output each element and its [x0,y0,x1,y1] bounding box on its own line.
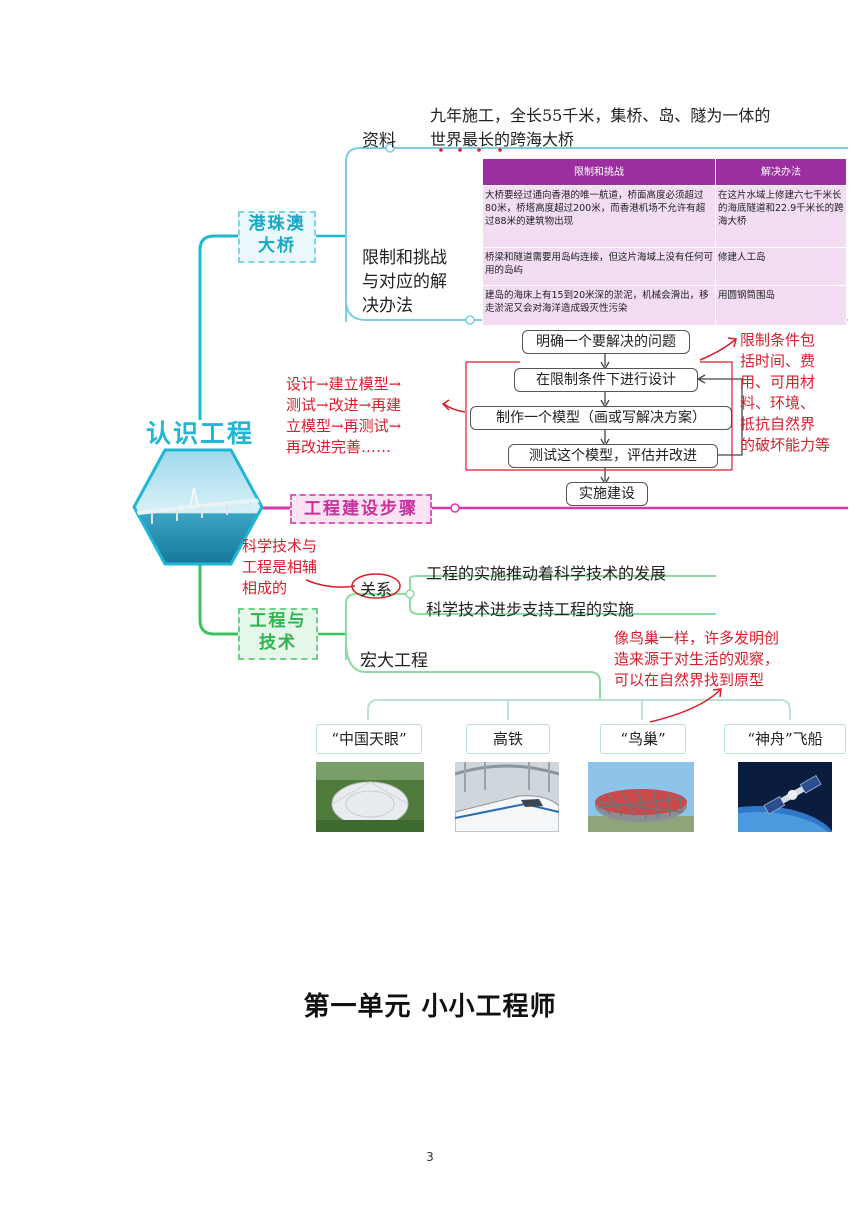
note-line: 相成的 [242,579,288,597]
limits-label-line: 决办法 [362,296,413,316]
table-cell: 大桥要经过通向香港的唯一航道，桥面高度必须超过80米，桥塔高度超过200米，而香… [482,185,716,248]
info-text-line2: 世界最长的跨海大桥 [430,130,575,149]
table-cell: 用圆钢筒围岛 [715,285,847,326]
bionics-note: 像鸟巢一样，许多发明创 造来源于对生活的观察， 可以在自然界找到原型 [614,628,779,691]
info-label: 资料 [362,131,396,151]
page-number: 3 [426,1150,434,1164]
branch-tech[interactable]: 工程与 技术 [238,608,318,660]
flow-step-4: 测试这个模型，评估并改进 [508,444,718,468]
info-text-line1: 九年施工，全长55千米，集桥、岛、隧为一体的 [430,106,771,125]
tech-note: 科学技术与 工程是相辅 相成的 [242,536,317,599]
high-speed-train-photo [455,762,559,832]
flow-step-2: 在限制条件下进行设计 [514,368,698,392]
flow-step-5: 实施建设 [566,482,648,506]
branch-bridge[interactable]: 港珠澳 大桥 [238,211,316,263]
relation-item-1: 工程的实施推动着科学技术的发展 [426,564,667,583]
table-header: 解决办法 [715,158,847,186]
note-line: 再改进完善…… [286,438,392,456]
shenzhou-spacecraft-photo [738,762,832,832]
bridge-hexagon-image [132,448,264,566]
note-line: 料、环境、 [740,394,816,412]
table-header: 限制和挑战 [482,158,716,186]
branch-tech-line2: 技术 [259,633,297,653]
branch-bridge-line2: 大桥 [258,236,296,256]
note-line: 科学技术与 [242,537,318,555]
connector-lines [198,143,848,723]
note-line: 立模型→再测试→ [286,417,402,435]
note-line: 造来源于对生活的观察， [614,650,780,668]
connector-bridge [198,234,238,420]
relation-item-2: 科学技术进步支持工程的实施 [426,600,635,619]
table-cell: 桥梁和隧道需要用岛屿连接，但这片海域上没有任何可用的岛屿 [482,247,716,286]
note-line: 工程是相辅 [242,558,318,576]
fast-telescope-photo [316,762,424,832]
project-label-highspeed-rail: 高铁 [466,724,550,754]
limits-label-line: 与对应的解 [362,272,447,292]
project-label-birds-nest: “鸟巢” [600,724,686,754]
limits-table: 限制和挑战 解决办法 大桥要经过通向香港的唯一航道，桥面高度必须超过80米，桥塔… [482,158,847,326]
note-line: 可以在自然界找到原型 [614,671,765,689]
flow-step-1: 明确一个要解决的问题 [522,330,690,354]
note-line: 设计→建立模型→ [286,375,402,393]
table-row: 桥梁和隧道需要用岛屿连接，但这片海域上没有任何可用的岛屿 修建人工岛 [482,247,847,286]
steps-note-left: 设计→建立模型→ 测试→改进→再建 立模型→再测试→ 再改进完善…… [286,374,401,458]
note-line: 像鸟巢一样，许多发明创 [614,629,780,647]
table-cell: 在这片水域上修建六七千米长的海底隧道和22.9千米长的跨海大桥 [715,185,847,248]
project-label-shenzhou: “神舟”飞船 [724,724,846,754]
branch-bridge-line1: 港珠澳 [248,214,306,234]
note-line: 抵抗自然界 [740,415,816,433]
note-line: 测试→改进→再建 [286,396,402,414]
table-row: 大桥要经过通向香港的唯一航道，桥面高度必须超过80米，桥塔高度超过200米，而香… [482,185,847,248]
center-title: 认识工程 [146,419,255,448]
note-line: 限制条件包 [740,331,816,349]
limits-label-line: 限制和挑战 [362,248,447,268]
steps-note-right: 限制条件包 括时间、费 用、可用材 料、环境、 抵抗自然界 的破坏能力等 [740,330,830,456]
table-header-row: 限制和挑战 解决办法 [482,158,847,186]
limits-label: 限制和挑战 与对应的解 决办法 [362,246,447,318]
branch-steps[interactable]: 工程建设步骤 [290,494,432,524]
project-label-tianyan: “中国天眼” [316,724,422,754]
flow-step-3: 制作一个模型（画或写解决方案） [470,406,732,430]
page-title: 第一单元 小小工程师 [303,992,557,1022]
table-cell: 修建人工岛 [715,247,847,286]
table-row: 建岛的海床上有15到20米深的淤泥，机械会滑出，移走淤泥又会对海洋造成毁灭性污染… [482,285,847,326]
note-line: 括时间、费 [740,352,816,370]
relation-label: 关系 [360,580,393,599]
table-cell: 建岛的海床上有15到20米深的淤泥，机械会滑出，移走淤泥又会对海洋造成毁灭性污染 [482,285,716,326]
projects-label: 宏大工程 [360,651,428,671]
note-line: 用、可用材 [740,373,816,391]
note-line: 的破坏能力等 [740,436,831,454]
birds-nest-photo [588,762,694,832]
connector-tech [198,560,238,636]
branch-tech-line1: 工程与 [249,611,307,631]
